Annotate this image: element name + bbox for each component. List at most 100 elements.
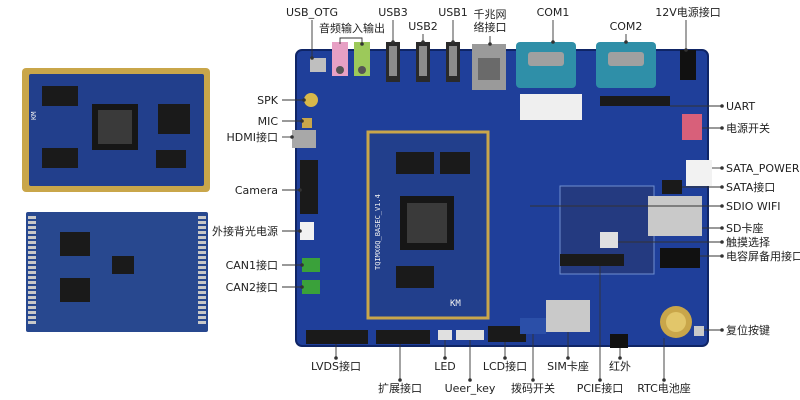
module-pin: [28, 321, 36, 324]
module-bottom-chip-3: [112, 256, 134, 274]
label-backlight-power: 外接背光电源: [212, 224, 278, 238]
label-touch-select: 触摸选择: [726, 235, 770, 249]
sd-card-slot: [648, 196, 702, 236]
module-pin: [198, 311, 206, 314]
leader-dot: [468, 378, 472, 382]
user-keys: [456, 330, 484, 340]
usb3-port: [389, 46, 397, 76]
leader-dot: [598, 378, 602, 382]
module-pin: [198, 241, 206, 244]
module-pin: [28, 231, 36, 234]
com2-shell: [608, 52, 644, 66]
module-pin: [28, 221, 36, 224]
module-top-pmic: [156, 150, 186, 168]
label-power-switch: 电源开关: [726, 121, 770, 135]
core-module-ram-2: [396, 266, 434, 288]
label-reset-key: 复位按键: [726, 323, 770, 337]
module-silkscreen-brand: KM: [450, 299, 461, 309]
leader-dot: [300, 285, 304, 289]
leader-dot: [421, 40, 425, 44]
label-audio-io: 音频输入输出: [319, 21, 385, 35]
audio-jack-green-hole: [358, 66, 366, 74]
audio-jack-green: [354, 42, 370, 76]
carrier-board: TQIMX6Q_BASEC_V1.4 KM: [292, 42, 712, 348]
leader-dot: [300, 263, 304, 267]
module-pin: [28, 241, 36, 244]
module-pin: [28, 316, 36, 319]
label-usb3: USB3: [378, 6, 408, 19]
leader-dot: [334, 356, 338, 360]
module-pin: [198, 236, 206, 239]
leader-dot: [360, 42, 364, 46]
mic-connector: [302, 118, 312, 128]
label-rtc-battery: RTC电池座: [637, 381, 691, 395]
module-bottom-chip-2: [60, 278, 90, 302]
uart-headers: [520, 94, 582, 120]
leader-dot: [488, 42, 492, 46]
leader-dot: [503, 356, 507, 360]
usb2-port: [419, 46, 427, 76]
module-pin: [198, 261, 206, 264]
leader-dot: [451, 40, 455, 44]
module-pin: [28, 311, 36, 314]
label-mic: MIC: [258, 115, 279, 128]
leader-dot: [302, 98, 306, 102]
module-pin: [28, 236, 36, 239]
module-pin: [28, 276, 36, 279]
label-sim-slot: SIM卡座: [547, 359, 589, 373]
leader-dot: [720, 104, 724, 108]
label-sata-power: SATA_POWER: [726, 162, 800, 175]
sata-connector: [662, 180, 682, 194]
module-pin: [198, 286, 206, 289]
module-pin: [28, 261, 36, 264]
spk-connector: [304, 93, 318, 107]
label-sd-slot: SD卡座: [726, 221, 763, 235]
lcd-connector: [488, 326, 526, 342]
module-pin: [28, 286, 36, 289]
power-12v-jack: [680, 50, 696, 80]
label-cap-screen: 电容屏备用接口: [726, 249, 800, 263]
module-bottom-pins-left: [28, 216, 36, 324]
module-pin: [28, 266, 36, 269]
leader-dot: [531, 378, 535, 382]
module-silkscreen-id: TQIMX6Q_BASEC_V1.4: [374, 194, 382, 270]
leader-dot: [298, 229, 302, 233]
lvds-connector: [306, 330, 368, 344]
module-pin: [198, 266, 206, 269]
module-top-brand: KM: [30, 112, 38, 120]
core-module-top-photo: KM: [22, 68, 210, 192]
leader-dot: [662, 378, 666, 382]
label-sdio-wifi: SDIO WIFI: [726, 200, 781, 213]
dip-switch: [520, 318, 546, 334]
label-ethernet-line1: 千兆网: [474, 8, 507, 21]
module-pin: [28, 296, 36, 299]
label-com1: COM1: [537, 6, 570, 19]
module-pin: [28, 281, 36, 284]
module-top-cpu-die: [98, 110, 132, 144]
label-sata: SATA接口: [726, 181, 775, 194]
label-uart: UART: [726, 100, 755, 113]
leader-dot: [298, 188, 302, 192]
label-lcd: LCD接口: [483, 360, 527, 373]
touch-select-jumpers: [600, 232, 618, 248]
module-bottom-chip-1: [60, 232, 90, 256]
module-pin: [198, 316, 206, 319]
audio-jack-pink: [332, 42, 348, 76]
power-switch: [682, 114, 702, 140]
module-pin: [28, 251, 36, 254]
core-module-flash: [440, 152, 470, 174]
label-can2: CAN2接口: [226, 281, 278, 294]
sata-power-connector: [686, 160, 712, 186]
com1-shell: [528, 52, 564, 66]
leader-dot: [443, 356, 447, 360]
module-pin: [198, 231, 206, 234]
label-led: LED: [434, 360, 456, 373]
module-pin: [198, 246, 206, 249]
label-lvds: LVDS接口: [311, 360, 361, 373]
module-top-ram-1: [42, 86, 78, 106]
leader-dot: [720, 328, 724, 332]
module-pin: [28, 216, 36, 219]
leader-dot: [566, 356, 570, 360]
leader-dot: [720, 240, 724, 244]
